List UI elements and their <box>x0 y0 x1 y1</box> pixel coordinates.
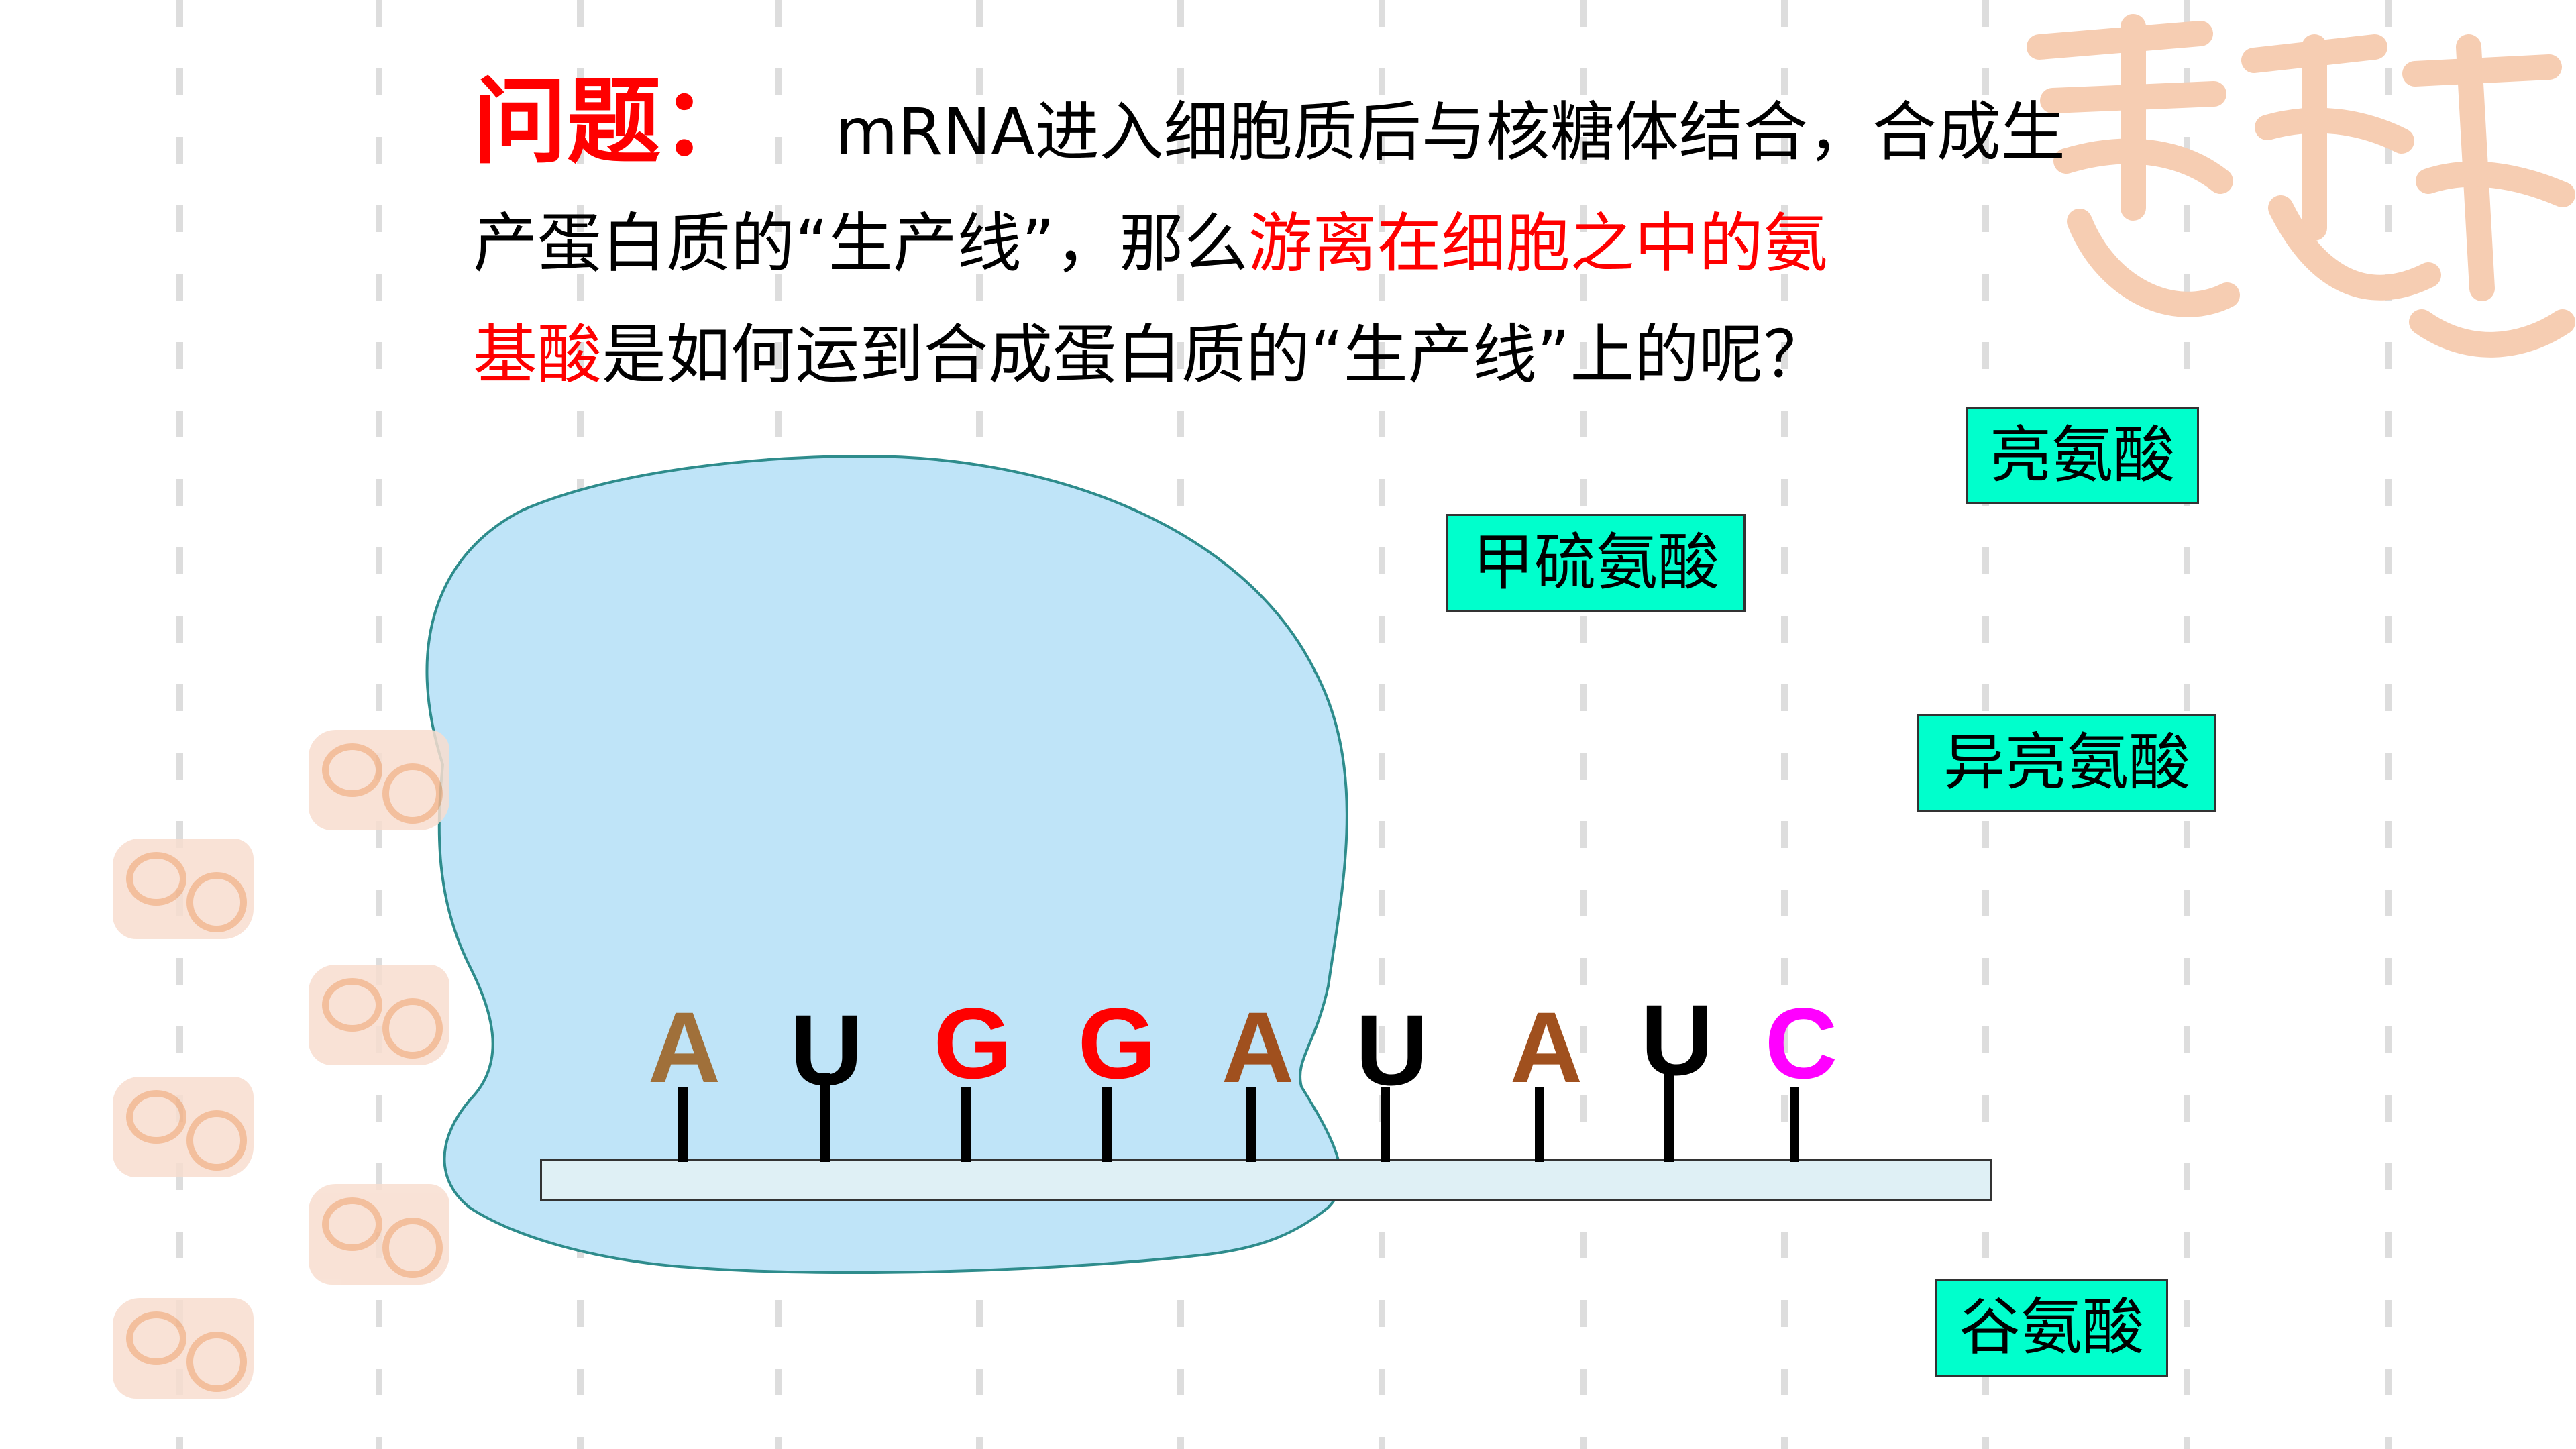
base-stem <box>1535 1087 1544 1162</box>
base-letter: A <box>1509 991 1583 1104</box>
seal-stamp-icon <box>113 839 254 939</box>
base-letter: G <box>933 987 1012 1099</box>
question-text: 问题： mRNA进入细胞质后与核糖体结合，合成生 产蛋白质的“生产线”，那么游离在… <box>473 67 2170 411</box>
seal-stamp-icon <box>113 1298 254 1399</box>
amino-acid-methionine[interactable]: 甲硫氨酸 <box>1446 514 1746 612</box>
ribosome-shape <box>425 454 1348 1275</box>
base-stem <box>1246 1087 1256 1162</box>
seal-stamp-icon <box>1999 7 2576 382</box>
seal-stamp-icon <box>309 965 449 1065</box>
question-line-3-emphasis: 基酸 <box>473 317 602 392</box>
base-letter: G <box>1077 987 1157 1099</box>
base-stem <box>1664 1073 1674 1162</box>
base-stem <box>1790 1087 1799 1162</box>
seal-stamp-icon <box>309 1184 449 1285</box>
question-line-2-emphasis: 游离在细胞之中的氨 <box>1248 206 1828 281</box>
base-letter: U <box>1640 983 1714 1096</box>
question-line-3-end: 是如何运到合成蛋白质的“生产线”上的呢？ <box>602 317 1828 392</box>
base-letter: C <box>1764 987 1838 1099</box>
mrna-strand <box>540 1159 1992 1201</box>
amino-acid-leucine[interactable]: 亮氨酸 <box>1966 407 2199 504</box>
base-letter: A <box>647 991 721 1104</box>
amino-acid-isoleucine[interactable]: 异亮氨酸 <box>1917 714 2216 812</box>
seal-stamp-icon <box>309 730 449 830</box>
base-letter: U <box>1355 994 1429 1106</box>
question-line-2-start: 产蛋白质的“生产线”，那么 <box>473 206 1248 281</box>
base-stem <box>820 1073 830 1162</box>
question-line-1: mRNA进入细胞质后与核糖体结合，合成生 <box>835 95 2065 170</box>
base-stem <box>1102 1087 1112 1162</box>
base-stem <box>961 1087 971 1162</box>
base-stem <box>1381 1087 1390 1162</box>
question-label: 问题： <box>473 68 755 177</box>
base-stem <box>678 1087 688 1162</box>
base-letter: A <box>1221 991 1295 1104</box>
amino-acid-glutamate[interactable]: 谷氨酸 <box>1935 1279 2168 1377</box>
seal-stamp-icon <box>113 1077 254 1177</box>
